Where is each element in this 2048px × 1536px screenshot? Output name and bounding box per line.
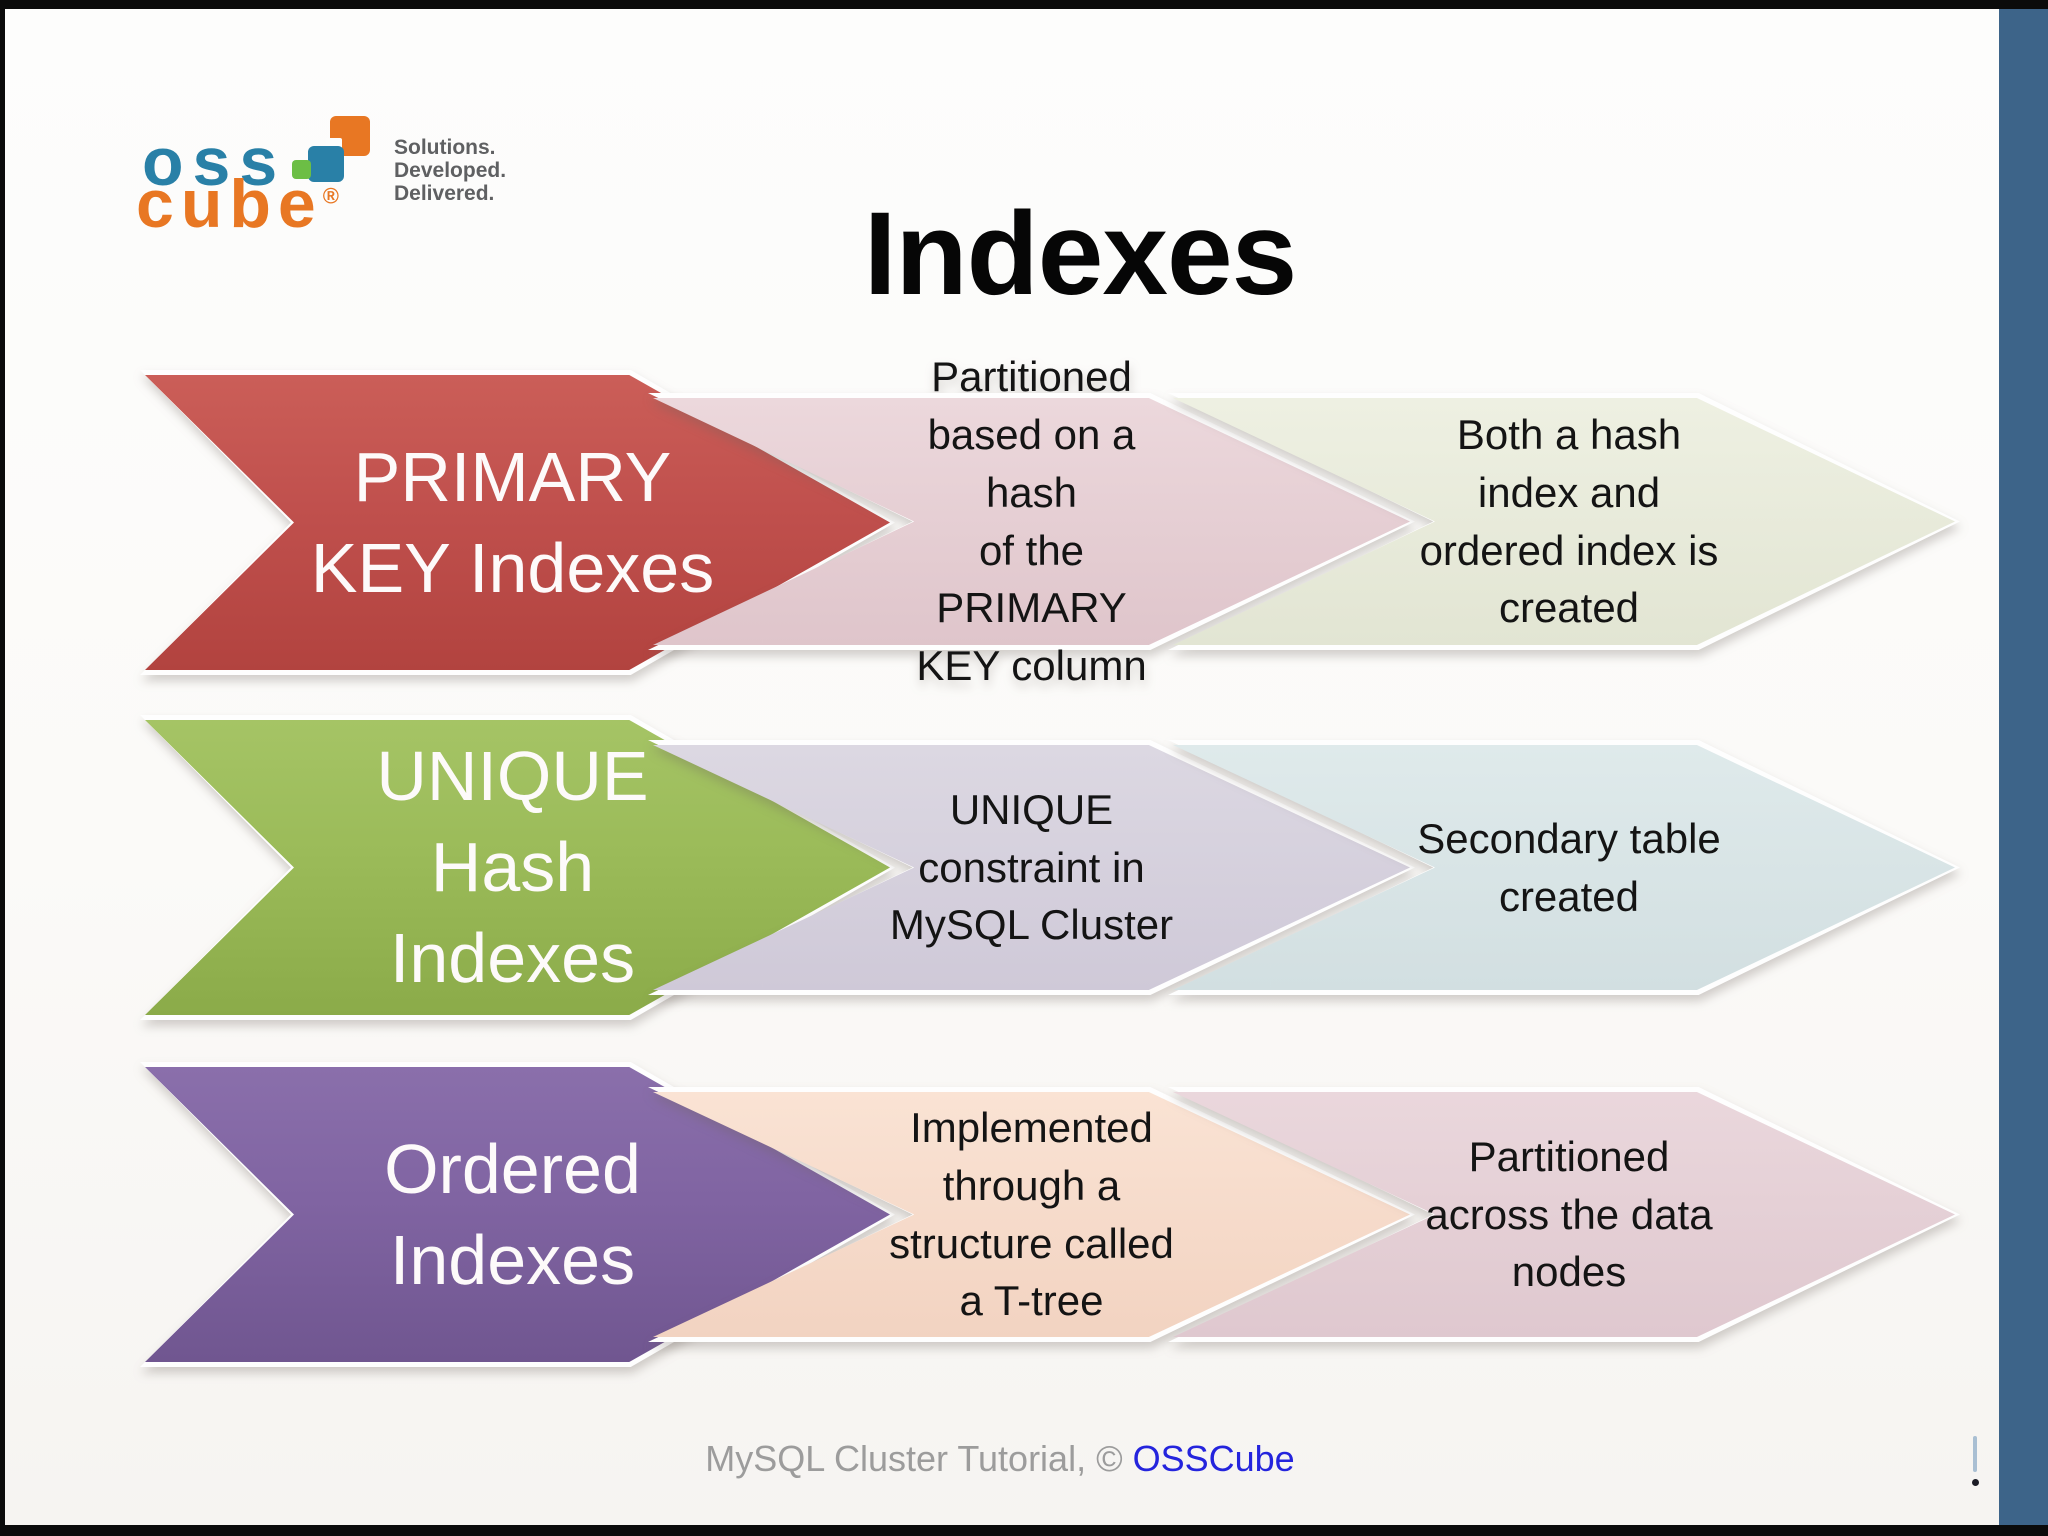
footer-credit: MySQL Cluster Tutorial, © OSSCube bbox=[0, 1438, 2000, 1480]
logo-tagline: Solutions. Developed. Delivered. bbox=[394, 136, 507, 205]
step-text: Secondary table created bbox=[1417, 814, 1721, 920]
slide-border-top bbox=[0, 0, 2048, 9]
slide-accent-sidebar bbox=[1999, 0, 2048, 1536]
arrow-label: PRIMARY KEY Indexes bbox=[310, 437, 715, 607]
step-text: Partitioned based on a hash of the PRIMA… bbox=[916, 352, 1147, 690]
unique-hash-step2-chevron: UNIQUE constraint in MySQL Cluster bbox=[648, 740, 1415, 995]
step-text: Implemented through a structure called a… bbox=[889, 1103, 1174, 1325]
exclamation-icon bbox=[1971, 1436, 1979, 1488]
logo-green-square-icon bbox=[292, 160, 311, 179]
logo-blue-square-icon bbox=[308, 146, 344, 182]
primary-key-step3-chevron: Both a hash index and ordered index is c… bbox=[1168, 393, 1960, 650]
unique-hash-step3-chevron: Secondary table created bbox=[1168, 740, 1960, 995]
osscube-link[interactable]: OSSCube bbox=[1132, 1438, 1295, 1479]
slide-border-bottom bbox=[0, 1525, 2048, 1536]
logo-oss-text: oss bbox=[142, 124, 287, 200]
step-text: Partitioned across the data nodes bbox=[1425, 1132, 1713, 1296]
step-text: Both a hash index and ordered index is c… bbox=[1419, 410, 1719, 632]
footer-text: MySQL Cluster Tutorial, © bbox=[705, 1438, 1133, 1479]
exclamation-bar bbox=[1973, 1436, 1977, 1472]
slide-border-left bbox=[0, 0, 5, 1536]
slide-title: Indexes bbox=[863, 188, 1297, 320]
step-text: UNIQUE constraint in MySQL Cluster bbox=[889, 785, 1174, 949]
ordered-step3-chevron: Partitioned across the data nodes bbox=[1168, 1087, 1960, 1342]
exclamation-dot bbox=[1972, 1479, 1979, 1486]
arrow-label: Ordered Indexes bbox=[384, 1129, 641, 1299]
logo-cube-text: cube® bbox=[136, 166, 339, 242]
arrow-label: UNIQUE Hash Indexes bbox=[376, 737, 649, 997]
osscube-logo: oss cube® Solutions. Developed. Delivere… bbox=[136, 108, 556, 238]
registered-mark: ® bbox=[322, 183, 339, 209]
